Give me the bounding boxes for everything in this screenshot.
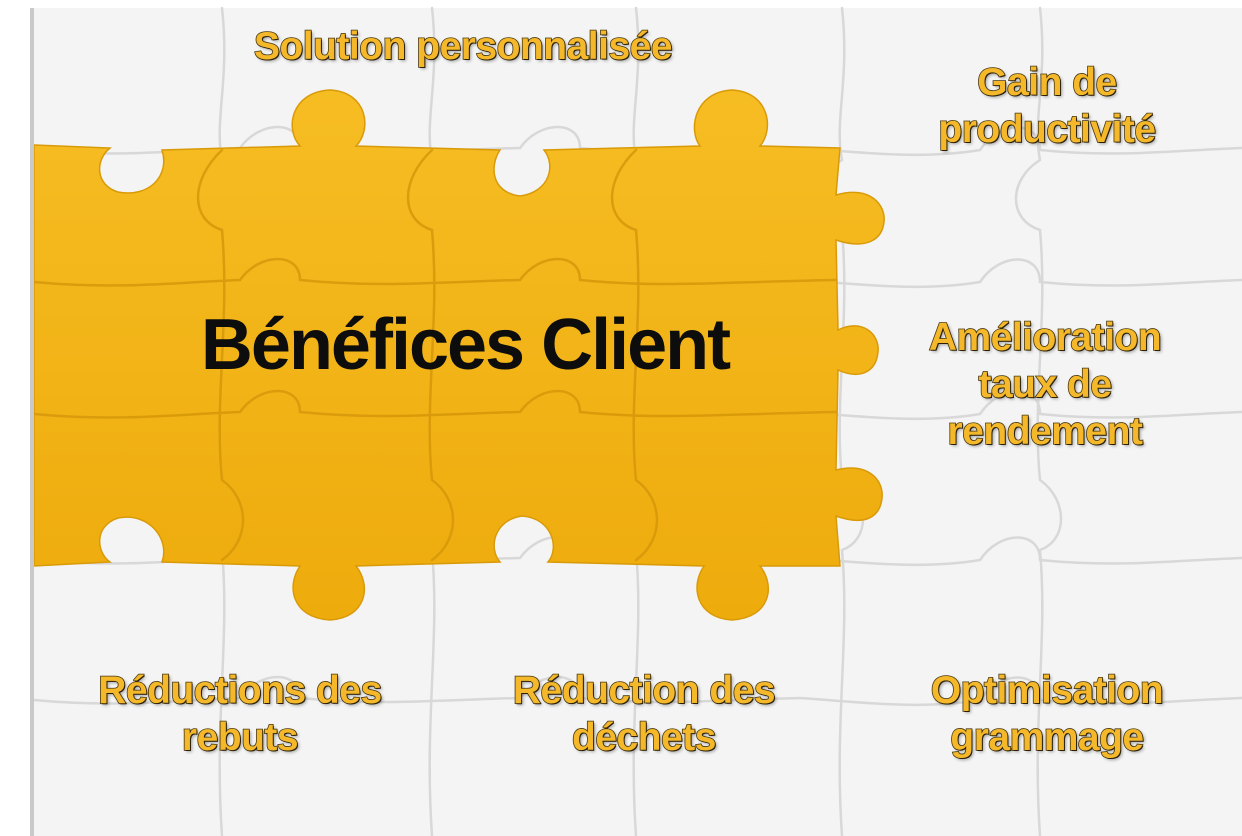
label-gain-productivite: Gain de productivité: [918, 60, 1176, 154]
label-line: grammage: [950, 715, 1145, 760]
label-line: rebuts: [181, 715, 299, 760]
label-reductions-rebuts: Réductions des rebuts: [70, 668, 410, 762]
label-line: Optimisation: [930, 668, 1164, 713]
page-title: Bénéfices Client: [200, 305, 731, 385]
label-amelioration-rendement: Amélioration taux de rendement: [906, 315, 1184, 455]
label-line: Réduction des: [512, 668, 776, 713]
label-line: Réductions des: [97, 668, 382, 713]
yellow-puzzle-block: [32, 89, 885, 621]
label-line: taux de: [978, 362, 1113, 407]
label-line: Amélioration: [928, 315, 1162, 360]
label-line: Solution personnalisée: [253, 24, 673, 69]
label-optimisation-grammage: Optimisation grammage: [904, 668, 1190, 762]
label-reduction-dechets: Réduction des déchets: [486, 668, 802, 762]
label-solution-personnalisee: Solution personnalisée: [222, 24, 704, 71]
label-line: rendement: [947, 409, 1144, 454]
label-line: déchets: [571, 715, 717, 760]
label-line: Gain de: [976, 60, 1118, 105]
label-line: productivité: [938, 107, 1157, 152]
left-border: [30, 8, 34, 836]
